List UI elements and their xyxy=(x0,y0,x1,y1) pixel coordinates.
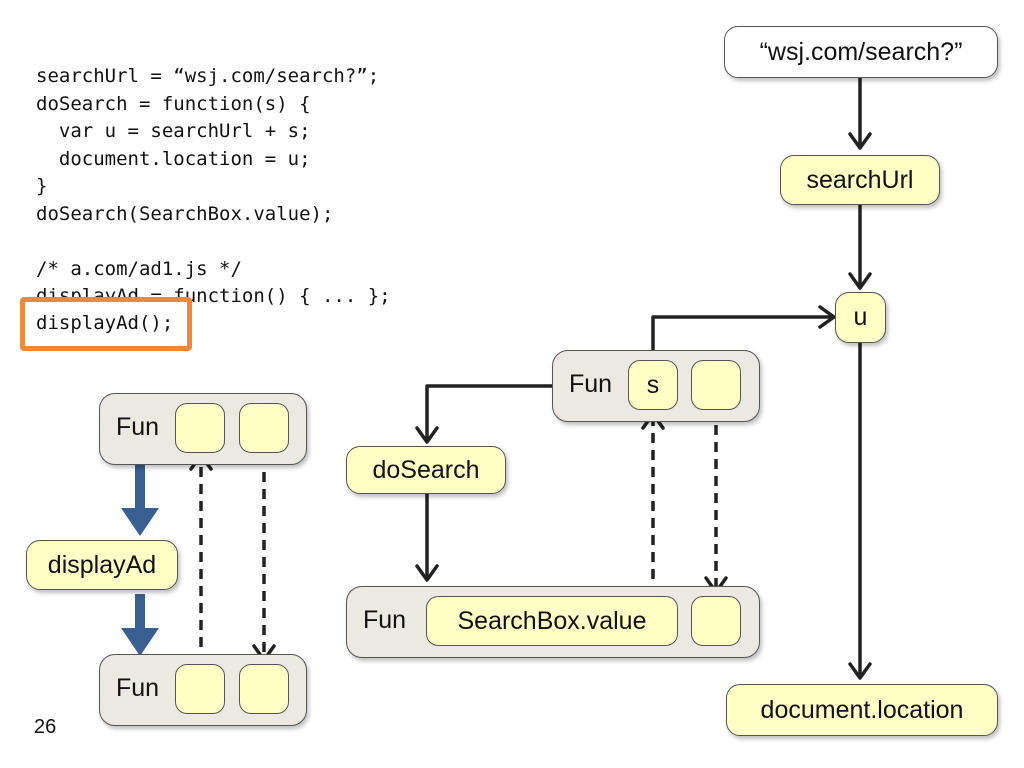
blue-arrow-shaft xyxy=(135,594,145,634)
node-displayad: displayAd xyxy=(26,540,178,590)
code-line: document.location = u; xyxy=(36,147,311,170)
arg-slot xyxy=(175,664,225,714)
arrowhead xyxy=(415,426,439,444)
arrowhead xyxy=(848,272,872,290)
edge-s-to-u xyxy=(651,315,834,364)
arrowhead xyxy=(848,132,872,150)
arg-slot-searchbox-value: SearchBox.value xyxy=(426,596,678,646)
code-block: searchUrl = “wsj.com/search?”; doSearch =… xyxy=(36,63,391,311)
code-line: searchUrl = “wsj.com/search?”; xyxy=(36,65,380,87)
node-u: u xyxy=(835,292,886,343)
code-line: doSearch(SearchBox.value); xyxy=(36,202,334,225)
highlighted-code-line: displayAd(); xyxy=(36,312,174,334)
return-slot xyxy=(239,403,289,453)
node-document-location: document.location xyxy=(726,684,998,736)
code-line: var u = searchUrl + s; xyxy=(36,120,311,142)
blue-arrowhead xyxy=(121,508,159,536)
code-line: displayAd = function() { ... }; xyxy=(36,285,391,307)
arrowhead xyxy=(818,305,836,329)
fun-label: Fun xyxy=(116,674,160,702)
code-line: /* a.com/ad1.js */ xyxy=(36,257,242,280)
code-line: } xyxy=(36,175,48,197)
blue-arrowhead xyxy=(121,628,159,656)
page-number: 26 xyxy=(34,716,57,738)
arrowhead xyxy=(415,564,439,582)
fun-label: Fun xyxy=(569,370,613,398)
highlight-box xyxy=(20,297,192,351)
param-slot xyxy=(175,403,225,453)
fun-label: Fun xyxy=(116,413,160,441)
result-slot xyxy=(691,596,741,646)
node-dosearch: doSearch xyxy=(346,446,506,494)
code-line: doSearch = function(s) { xyxy=(36,92,311,115)
result-slot xyxy=(239,664,289,714)
fun-label: Fun xyxy=(363,606,407,634)
edge-fun-to-dosearch xyxy=(425,384,555,442)
param-slot-s: s xyxy=(628,360,678,410)
blue-arrow-shaft xyxy=(135,464,145,512)
node-wsj-url: “wsj.com/search?” xyxy=(724,26,998,78)
arrowhead xyxy=(848,662,872,680)
return-slot xyxy=(691,360,741,410)
node-searchurl: searchUrl xyxy=(780,155,940,205)
